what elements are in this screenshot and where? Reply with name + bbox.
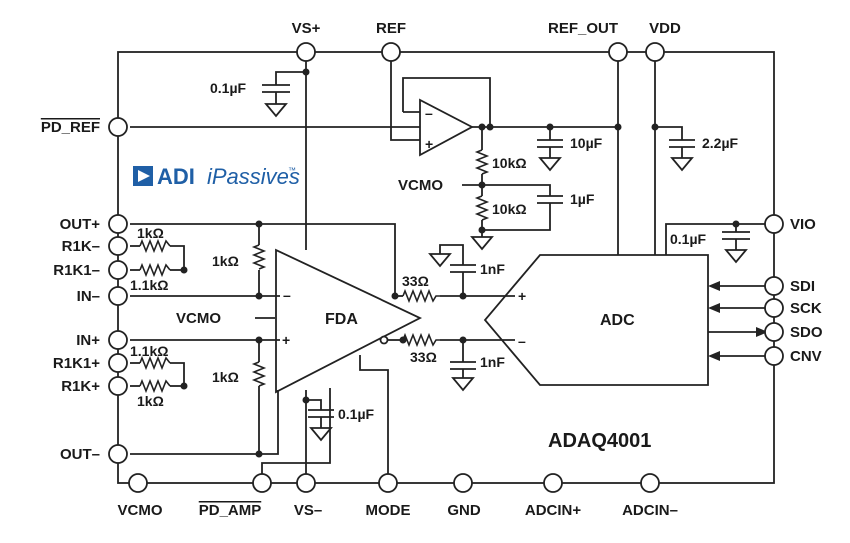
ground-icon bbox=[670, 157, 694, 172]
cap-vs-top-label: 0.1µF bbox=[210, 80, 247, 96]
pin-ref-label: REF bbox=[376, 20, 406, 37]
pin-r1k-plus-label: R1K+ bbox=[61, 378, 100, 395]
res-r1k1-minus-label: 1.1kΩ bbox=[130, 277, 168, 293]
adc-label: ADC bbox=[600, 312, 635, 329]
resistor-fb-bot-icon bbox=[251, 361, 267, 387]
adi-logo-icon bbox=[138, 170, 150, 182]
res-r1k1-plus-label: 1.1kΩ bbox=[130, 343, 168, 359]
ground-icon bbox=[470, 236, 494, 251]
cap-adc-top-label: 1nF bbox=[480, 261, 505, 277]
pin-vio-label: VIO bbox=[790, 216, 816, 233]
pin-cnv-label: CNV bbox=[790, 348, 822, 365]
vcmo-fda-label: VCMO bbox=[176, 310, 221, 327]
pin-r1k-minus-label: R1K– bbox=[62, 238, 100, 255]
ref-amp-plus-label: + bbox=[425, 136, 433, 152]
component-labels: 0.1µF 10µF 2.2µF 10kΩ 10kΩ 1µF 0.1µF 1kΩ… bbox=[130, 80, 739, 422]
resistor-r1k-minus-icon bbox=[139, 238, 171, 254]
res-fb-bot-label: 1kΩ bbox=[212, 369, 239, 385]
vcmo-ref-label: VCMO bbox=[398, 177, 443, 194]
pin-sck-label: SCK bbox=[790, 300, 822, 317]
svg-text:iPassives: iPassives bbox=[207, 164, 300, 189]
fda-minus-label: – bbox=[283, 287, 291, 303]
reference-buffer-amplifier: – + bbox=[419, 98, 474, 157]
adi-ipassives-logo: ADI iPassives ™ bbox=[133, 164, 300, 189]
resistor-10k-top-icon bbox=[474, 149, 490, 175]
pin-sdo-label: SDO bbox=[790, 324, 823, 341]
pin-out-minus-label: OUT– bbox=[60, 446, 100, 463]
fda-label: FDA bbox=[325, 311, 358, 328]
cap-adc-bot-label: 1nF bbox=[480, 354, 505, 370]
res-fb-top-label: 1kΩ bbox=[212, 253, 239, 269]
resistors bbox=[139, 149, 490, 394]
resistor-r1k1-minus-icon bbox=[139, 262, 171, 278]
res-ref-bot-label: 10kΩ bbox=[492, 201, 527, 217]
signal-arrows bbox=[708, 281, 768, 361]
res-r1k-minus-label: 1kΩ bbox=[137, 225, 164, 241]
adc-plus-label: + bbox=[518, 288, 526, 304]
res-out-bot-label: 33Ω bbox=[410, 349, 437, 365]
pin-vcmo-label: VCMO bbox=[118, 502, 163, 519]
sdo-arrow-icon bbox=[756, 327, 768, 337]
ground-symbols bbox=[264, 103, 748, 442]
sdi-arrow-icon bbox=[708, 281, 720, 291]
pin-pads bbox=[108, 42, 784, 493]
pin-adcin-plus-label: ADCIN+ bbox=[525, 502, 581, 519]
ground-icon bbox=[451, 377, 475, 392]
resistor-10k-bot-icon bbox=[474, 195, 490, 221]
resistor-33-bot-icon bbox=[402, 332, 440, 348]
pin-vs-minus-label: VS– bbox=[294, 502, 322, 519]
res-ref-top-label: 10kΩ bbox=[492, 155, 527, 171]
pin-sdi-label: SDI bbox=[790, 278, 815, 295]
resistor-r1k1-plus-icon bbox=[139, 355, 171, 371]
pin-adcin-minus-label: ADCIN– bbox=[622, 502, 678, 519]
part-number-label: ADAQ4001 bbox=[548, 430, 651, 452]
cnv-arrow-icon bbox=[708, 351, 720, 361]
ground-icon bbox=[538, 157, 562, 172]
resistor-r1k-plus-icon bbox=[139, 378, 171, 394]
svg-text:ADI: ADI bbox=[157, 164, 195, 189]
wiring bbox=[130, 52, 772, 483]
sck-arrow-icon bbox=[708, 303, 720, 313]
ref-amp-minus-label: – bbox=[425, 105, 433, 121]
fda-amplifier: FDA – + bbox=[275, 248, 423, 394]
left-pin-labels: PD_REF OUT+ R1K– R1K1– IN– IN+ R1K1+ R1K… bbox=[41, 119, 100, 463]
resistor-fb-top-icon bbox=[251, 244, 267, 270]
res-r1k-plus-label: 1kΩ bbox=[137, 393, 164, 409]
bottom-pin-labels: VCMO PD_AMP VS– MODE GND ADCIN+ ADCIN– bbox=[118, 502, 678, 519]
adc-block: ADC + – bbox=[483, 254, 709, 386]
cap-ref-out-label: 10µF bbox=[570, 135, 603, 151]
pin-r1k1-plus-label: R1K1+ bbox=[53, 355, 100, 372]
right-pin-labels: VIO SDI SCK SDO CNV bbox=[790, 216, 823, 365]
pin-vs-plus-label: VS+ bbox=[292, 20, 321, 37]
ground-icon bbox=[428, 253, 452, 268]
pin-vdd-label: VDD bbox=[649, 20, 681, 37]
ground-icon bbox=[309, 427, 333, 442]
pin-pd-ref-label: PD_REF bbox=[41, 119, 100, 136]
res-out-top-label: 33Ω bbox=[402, 273, 429, 289]
top-pin-labels: VS+ REF REF_OUT VDD bbox=[292, 20, 681, 37]
cap-ref-mid-label: 1µF bbox=[570, 191, 595, 207]
pin-gnd-label: GND bbox=[447, 502, 481, 519]
junction-dots bbox=[180, 68, 740, 458]
pin-pd-amp-label: PD_AMP bbox=[199, 502, 262, 519]
pin-r1k1-minus-label: R1K1– bbox=[53, 262, 100, 279]
cap-vs-bot-label: 0.1µF bbox=[338, 406, 375, 422]
resistor-33-top-icon bbox=[402, 288, 440, 304]
pin-ref-out-label: REF_OUT bbox=[548, 20, 618, 37]
pin-out-plus-label: OUT+ bbox=[60, 216, 101, 233]
ground-icon bbox=[724, 249, 748, 264]
adc-minus-label: – bbox=[518, 333, 526, 349]
fda-plus-label: + bbox=[282, 332, 290, 348]
pin-in-minus-label: IN– bbox=[77, 288, 100, 305]
cap-vio-label: 0.1µF bbox=[670, 231, 707, 247]
pin-in-plus-label: IN+ bbox=[76, 332, 100, 349]
ground-icon bbox=[264, 103, 288, 118]
svg-text:™: ™ bbox=[288, 166, 296, 175]
pin-mode-label: MODE bbox=[366, 502, 411, 519]
cap-vdd-label: 2.2µF bbox=[702, 135, 739, 151]
